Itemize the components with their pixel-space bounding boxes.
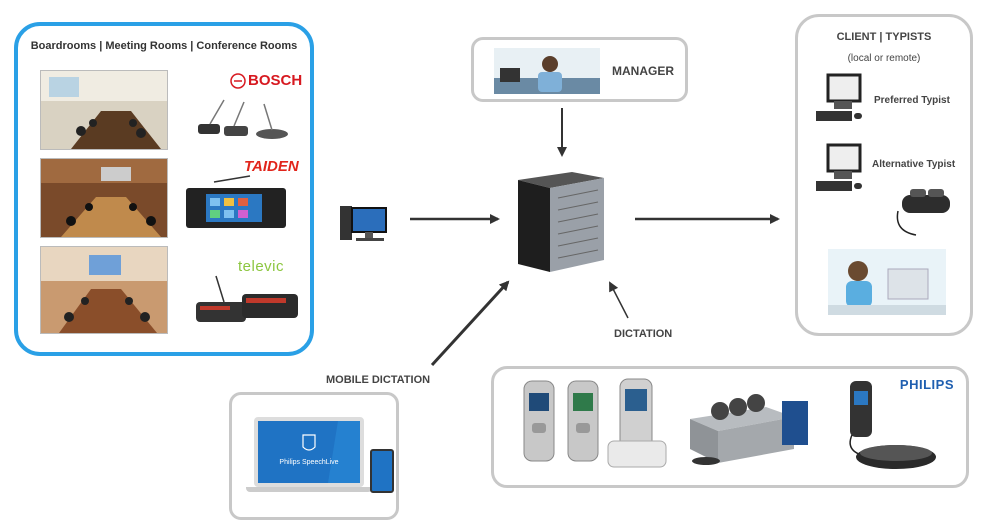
bosch-emblem-icon — [230, 72, 246, 89]
desktop-pc-icon — [340, 206, 387, 241]
laptop-screen: Philips SpeechLive — [254, 417, 364, 487]
laptop-base — [246, 487, 372, 492]
dictation-label: DICTATION — [614, 328, 673, 340]
philips-logo: PHILIPS — [899, 377, 954, 392]
clients-panel: CLIENT | TYPISTS (local or remote) Prefe… — [795, 14, 973, 336]
dictaphone-icon-2 — [567, 380, 599, 462]
philips-shield-icon — [302, 421, 360, 483]
clients-panel-subtitle: (local or remote) — [847, 53, 921, 64]
bosch-brand-text: BOSCH — [248, 72, 303, 89]
arrow-mobile-to-server — [430, 280, 510, 367]
conference-microphone-icon — [849, 381, 936, 469]
taiden-logo: TAIDEN — [244, 158, 299, 175]
dictaphone-icon — [523, 380, 555, 462]
alternative-typist-computer-icon — [816, 143, 862, 191]
rooms-panel-title: Boardrooms | Meeting Rooms | Conference … — [30, 40, 298, 52]
manager-label: MANAGER — [612, 64, 674, 78]
boardroom-photo — [40, 70, 168, 150]
typist-illustration — [828, 249, 946, 315]
conference-unit-icon — [186, 175, 286, 228]
manager-panel: MANAGER — [471, 37, 688, 102]
alternative-typist-label: Alternative Typist — [872, 159, 956, 170]
meeting-room-photo — [40, 158, 168, 238]
preferred-typist-label: Preferred Typist — [874, 95, 950, 106]
dictaphone-dock-icon — [607, 378, 667, 468]
mobile-dictation-panel: Philips SpeechLive — [229, 392, 399, 520]
conference-room-photo — [40, 246, 168, 334]
meeting-room-illustration — [41, 159, 167, 237]
mobile-dictation-label: MOBILE DICTATION — [326, 374, 431, 386]
phone-device — [370, 449, 394, 493]
conference-mic-icon — [198, 99, 288, 139]
bosch-logo: BOSCH — [230, 72, 302, 89]
boardroom-illustration — [41, 71, 167, 149]
televic-logo: televic — [238, 258, 285, 275]
typist-photo — [828, 249, 946, 315]
philips-products-panel: PHILIPS — [491, 366, 969, 488]
conference-room-illustration — [41, 247, 167, 333]
rooms-panel: Boardrooms | Meeting Rooms | Conference … — [14, 22, 314, 356]
foot-pedal-icon — [896, 189, 950, 236]
clients-panel-title: CLIENT | TYPISTS — [836, 31, 932, 43]
conference-kit-case-icon — [690, 394, 808, 465]
speechlive-app-name: Philips SpeechLive — [279, 459, 339, 466]
manager-illustration — [494, 48, 600, 94]
manager-photo — [494, 48, 600, 94]
server-icon — [518, 172, 604, 272]
delegate-unit-icon — [196, 275, 298, 322]
arrow-dictation-to-server — [609, 281, 629, 319]
preferred-typist-computer-icon — [816, 73, 862, 121]
